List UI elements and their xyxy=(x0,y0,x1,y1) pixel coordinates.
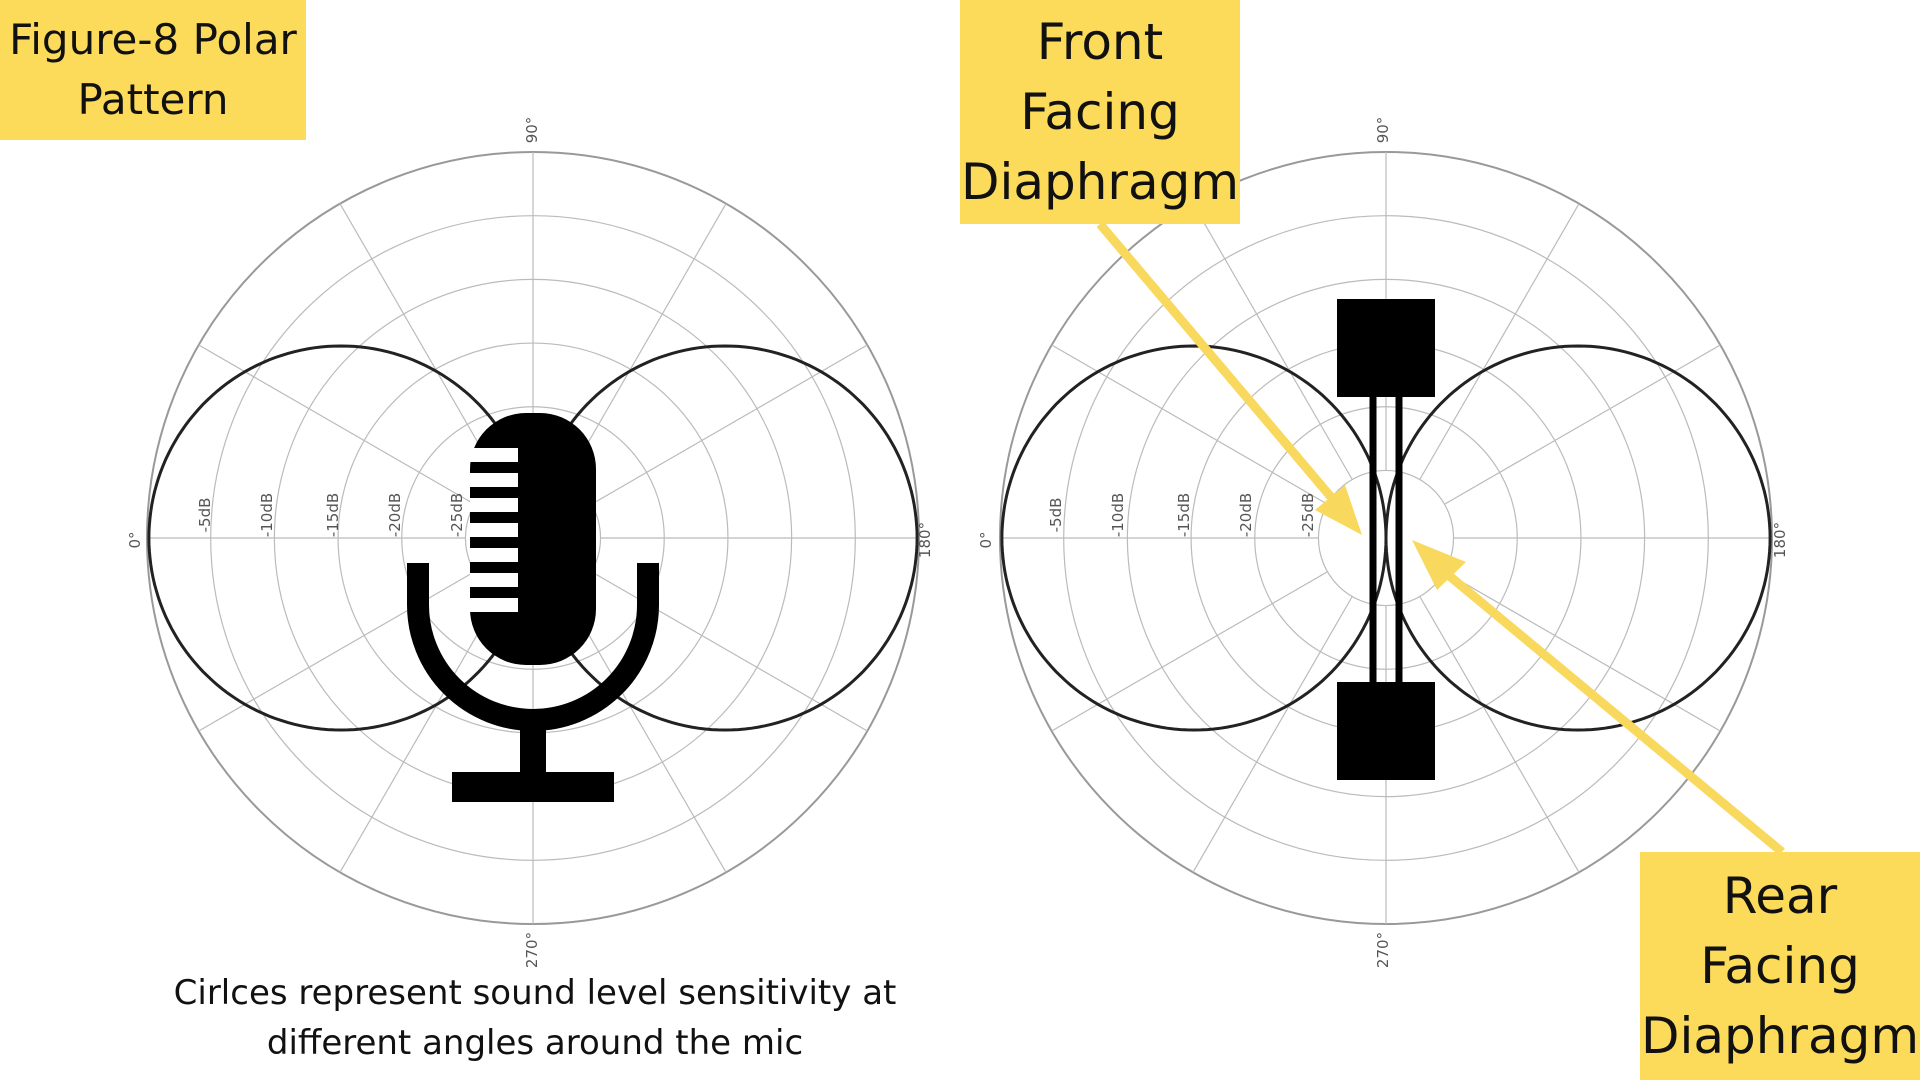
angle-label-180: 180° xyxy=(1771,522,1789,558)
grid-spoke xyxy=(1419,203,1580,480)
angle-label-0: 0° xyxy=(977,531,995,548)
right-polar-chart: 0° 90° 180° 270° -5dB -10dB -15dB -20dB … xyxy=(977,117,1789,968)
rear-diaphragm-callout: Rear Facing Diaphragm xyxy=(1640,852,1920,1080)
db-label-15: -15dB xyxy=(1175,493,1193,537)
rear-callout-line-2: Facing xyxy=(1700,937,1860,995)
caption: Cirlces represent sound level sensitivit… xyxy=(120,968,950,1068)
caption-line-2: different angles around the mic xyxy=(266,1023,804,1063)
rear-callout-line-3: Diaphragm xyxy=(1640,1007,1920,1065)
angle-label-270: 270° xyxy=(1374,932,1392,968)
figure-title-line-2: Pattern xyxy=(77,75,229,124)
figure-8-pattern xyxy=(147,344,919,732)
grid-spoke xyxy=(566,203,727,480)
angle-label-180: 180° xyxy=(916,522,934,558)
front-callout-line-3: Diaphragm xyxy=(960,153,1240,211)
front-callout-line-2: Facing xyxy=(1020,83,1180,141)
figure-8-pattern xyxy=(1000,344,1772,732)
db-label-20: -20dB xyxy=(1237,493,1255,537)
angle-label-270: 270° xyxy=(523,932,541,968)
grid-spoke xyxy=(1419,596,1580,873)
rear-callout-line-1: Rear xyxy=(1722,867,1838,925)
db-label-15: -15dB xyxy=(324,493,342,537)
front-diaphragm-callout: Front Facing Diaphragm xyxy=(960,0,1240,224)
ribbon-mic-element-icon xyxy=(1337,299,1435,780)
grid-spoke xyxy=(566,596,727,873)
front-diaphragm-arrow xyxy=(1096,221,1362,535)
db-label-25: -25dB xyxy=(448,493,466,537)
db-label-5: -5dB xyxy=(1047,498,1065,533)
db-label-20: -20dB xyxy=(386,493,404,537)
grid-spoke xyxy=(1192,203,1353,480)
angle-label-90: 90° xyxy=(523,117,541,144)
angle-label-90: 90° xyxy=(1374,117,1392,144)
db-label-10: -10dB xyxy=(258,493,276,537)
rear-diaphragm-arrow xyxy=(1412,540,1785,856)
microphone-icon xyxy=(407,413,659,802)
caption-line-1: Cirlces represent sound level sensitivit… xyxy=(173,973,897,1013)
figure-title-line-1: Figure-8 Polar xyxy=(9,15,297,64)
grid-spoke xyxy=(339,203,500,480)
grid-spoke xyxy=(1192,596,1353,873)
db-label-5: -5dB xyxy=(196,498,214,533)
grid-spoke xyxy=(339,596,500,873)
db-label-25: -25dB xyxy=(1299,493,1317,537)
db-label-10: -10dB xyxy=(1109,493,1127,537)
angle-label-0: 0° xyxy=(126,531,144,548)
front-callout-line-1: Front xyxy=(1036,13,1164,71)
figure-title: Figure-8 Polar Pattern xyxy=(0,0,306,140)
left-polar-chart: 0° 90° 180° 270° -5dB -10dB -15dB -20dB … xyxy=(126,117,934,968)
